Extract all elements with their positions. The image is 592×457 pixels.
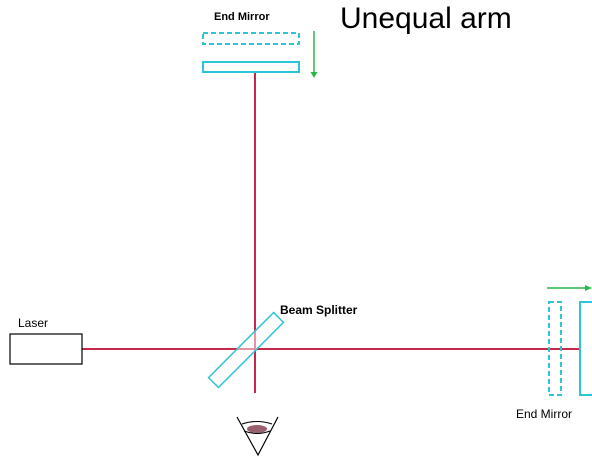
end-mirror-right-dashed <box>548 301 562 396</box>
eye-icon <box>236 416 279 457</box>
end-mirror-right <box>579 301 592 396</box>
laser-label: Laser <box>18 316 48 330</box>
end-mirror-top-label: End Mirror <box>214 11 270 23</box>
beam-splitter <box>207 311 285 389</box>
end-mirror-top <box>202 61 300 73</box>
arrow-right-icon <box>547 285 592 291</box>
arrow-down-icon <box>310 31 318 78</box>
end-mirror-top-dashed <box>202 32 300 45</box>
diagram-title: Unequal arm <box>340 2 512 35</box>
beam-splitter-label: Beam Splitter <box>280 303 358 317</box>
end-mirror-right-label: End Mirror <box>516 407 572 421</box>
laser-box <box>9 333 83 365</box>
